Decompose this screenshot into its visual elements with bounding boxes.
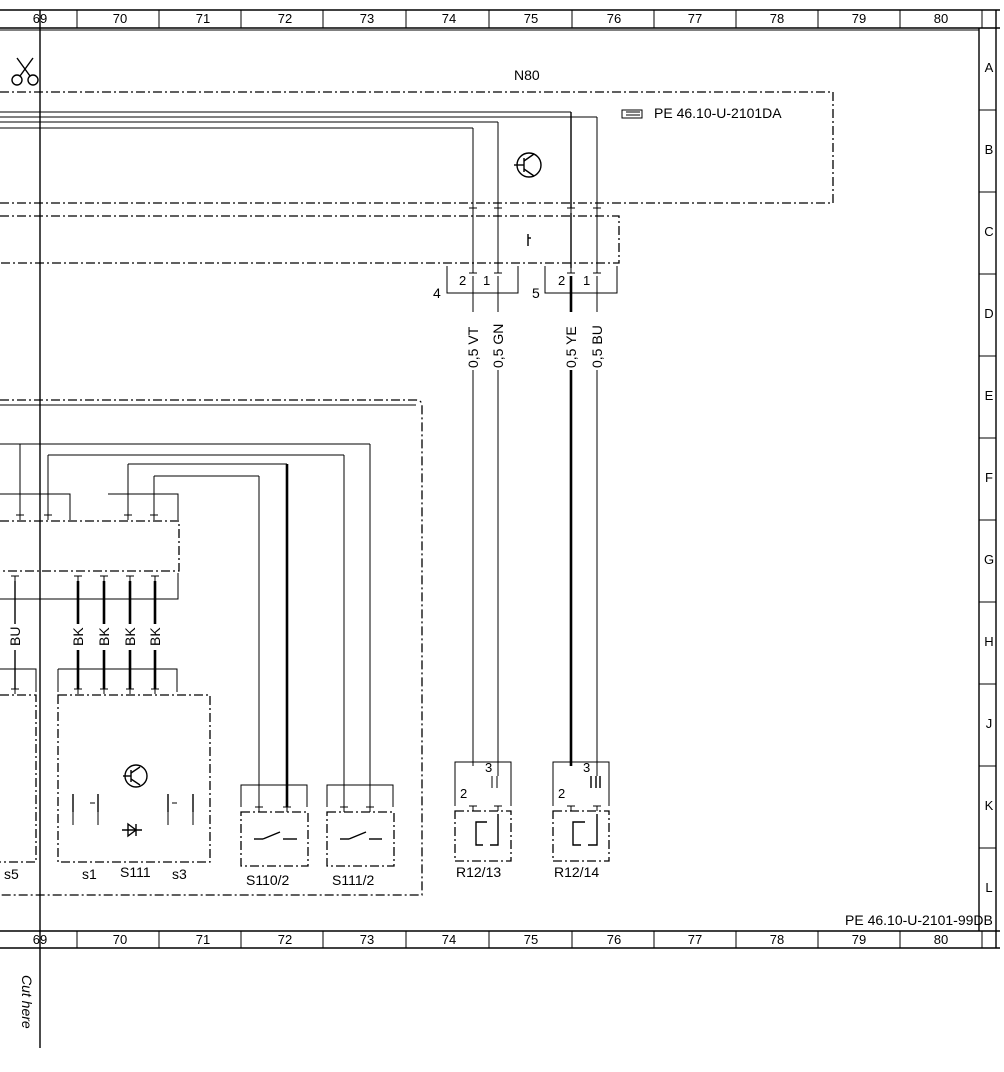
s111-label: S111 bbox=[120, 864, 151, 880]
r12-14-label: R12/14 bbox=[554, 864, 599, 880]
row-k: K bbox=[985, 798, 994, 813]
lower-unit-wires bbox=[0, 443, 371, 807]
s111-transistor-icon bbox=[123, 764, 148, 788]
row-d: D bbox=[984, 306, 993, 321]
lower-block-pins-top bbox=[16, 514, 158, 520]
s5-outline bbox=[0, 694, 37, 863]
wire-label-gn: 0,5 GN bbox=[490, 324, 506, 368]
top-col-74: 74 bbox=[442, 11, 456, 26]
row-e: E bbox=[985, 388, 994, 403]
n80-internal-wires bbox=[0, 111, 598, 208]
n80-pin-terminals bbox=[469, 207, 601, 213]
s110-2-label: S110/2 bbox=[246, 872, 290, 888]
row-c: C bbox=[984, 224, 993, 239]
bottom-col-80: 80 bbox=[934, 932, 948, 947]
r1214-pin3: 3 bbox=[583, 760, 590, 775]
bottom-col-79: 79 bbox=[852, 932, 866, 947]
wire-label-bu: 0,5 BU bbox=[589, 325, 605, 368]
r12-13-label: R12/13 bbox=[456, 864, 501, 880]
s111-outline bbox=[57, 694, 211, 863]
bottom-ruler: 69 70 71 72 73 74 75 76 77 78 79 80 bbox=[0, 930, 1000, 949]
s111-led-icon bbox=[122, 822, 142, 838]
wire-label-ye: 0,5 YE bbox=[563, 326, 579, 368]
top-col-78: 78 bbox=[770, 11, 784, 26]
top-col-76: 76 bbox=[607, 11, 621, 26]
bottom-col-76: 76 bbox=[607, 932, 621, 947]
s111-2-switch bbox=[326, 784, 395, 867]
bottom-col-70: 70 bbox=[113, 932, 127, 947]
bottom-col-77: 77 bbox=[688, 932, 702, 947]
connector-block-upper bbox=[0, 215, 620, 264]
wire-label-bk-3: BK bbox=[122, 627, 138, 646]
row-j: J bbox=[986, 716, 993, 731]
r12-13-sensor bbox=[454, 761, 512, 862]
top-col-73: 73 bbox=[360, 11, 374, 26]
top-col-79: 79 bbox=[852, 11, 866, 26]
s5-label: s5 bbox=[4, 866, 19, 882]
connector-block-lower bbox=[0, 520, 180, 572]
top-col-71: 71 bbox=[196, 11, 210, 26]
s111-contact-s1 bbox=[72, 794, 99, 825]
top-col-75: 75 bbox=[524, 11, 538, 26]
row-g: G bbox=[984, 552, 994, 567]
ref-bottom: PE 46.10-U-2101-99DB bbox=[845, 912, 993, 928]
bottom-col-72: 72 bbox=[278, 932, 292, 947]
n80-outline bbox=[0, 91, 834, 204]
top-col-77: 77 bbox=[688, 11, 702, 26]
bottom-col-74: 74 bbox=[442, 932, 456, 947]
wire-label-bk-1: BK bbox=[70, 627, 86, 646]
n80-label: N80 bbox=[514, 67, 540, 83]
wire-label-bk-4: BK bbox=[147, 627, 163, 646]
s111-2-label: S111/2 bbox=[332, 872, 375, 888]
transistor-icon bbox=[514, 152, 542, 178]
top-col-72: 72 bbox=[278, 11, 292, 26]
connector-5-label: 5 bbox=[532, 285, 540, 301]
connector-4-label: 4 bbox=[433, 285, 441, 301]
r1214-pin2: 2 bbox=[558, 786, 565, 801]
right-ruler: A B C D E F G H J K L bbox=[978, 10, 997, 948]
bridge-symbol bbox=[527, 234, 531, 246]
pointer-hand-icon bbox=[621, 109, 643, 119]
connector-5 bbox=[544, 213, 618, 294]
r12-14-sensor bbox=[552, 761, 610, 862]
s110-2-switch bbox=[240, 784, 309, 867]
wire-label-vt: 0,5 VT bbox=[465, 326, 481, 368]
s111-pins bbox=[74, 688, 159, 694]
s1-label: s1 bbox=[82, 866, 97, 882]
c5-pin1: 1 bbox=[583, 273, 590, 288]
row-h: H bbox=[984, 634, 993, 649]
top-col-80: 80 bbox=[934, 11, 948, 26]
bottom-col-78: 78 bbox=[770, 932, 784, 947]
s3-label: s3 bbox=[172, 866, 187, 882]
r1213-pin2: 2 bbox=[460, 786, 467, 801]
wire-bk-group bbox=[76, 581, 157, 689]
row-l: L bbox=[985, 880, 992, 895]
top-ruler: 69 70 71 72 73 74 75 76 77 78 79 80 bbox=[0, 9, 1000, 29]
row-b: B bbox=[985, 142, 994, 157]
ref-top: PE 46.10-U-2101DA bbox=[654, 105, 782, 121]
cut-here-label: Cut here bbox=[19, 975, 35, 1029]
lower-unit-outline bbox=[0, 399, 423, 896]
c4-pin2: 2 bbox=[459, 273, 466, 288]
wire-label-bu-left: BU bbox=[7, 627, 23, 646]
lower-block-pins-bottom bbox=[0, 573, 179, 600]
bottom-col-75: 75 bbox=[524, 932, 538, 947]
row-f: F bbox=[985, 470, 993, 485]
c4-pin1: 1 bbox=[483, 273, 490, 288]
connector-4 bbox=[446, 213, 519, 294]
r1213-pin3: 3 bbox=[485, 760, 492, 775]
c5-pin2: 2 bbox=[558, 273, 565, 288]
bottom-col-71: 71 bbox=[196, 932, 210, 947]
top-col-70: 70 bbox=[113, 11, 127, 26]
s111-contact-s3 bbox=[167, 794, 194, 825]
wire-label-bk-2: BK bbox=[96, 627, 112, 646]
bottom-col-73: 73 bbox=[360, 932, 374, 947]
row-a: A bbox=[985, 60, 994, 75]
scissors-icon bbox=[11, 57, 39, 86]
